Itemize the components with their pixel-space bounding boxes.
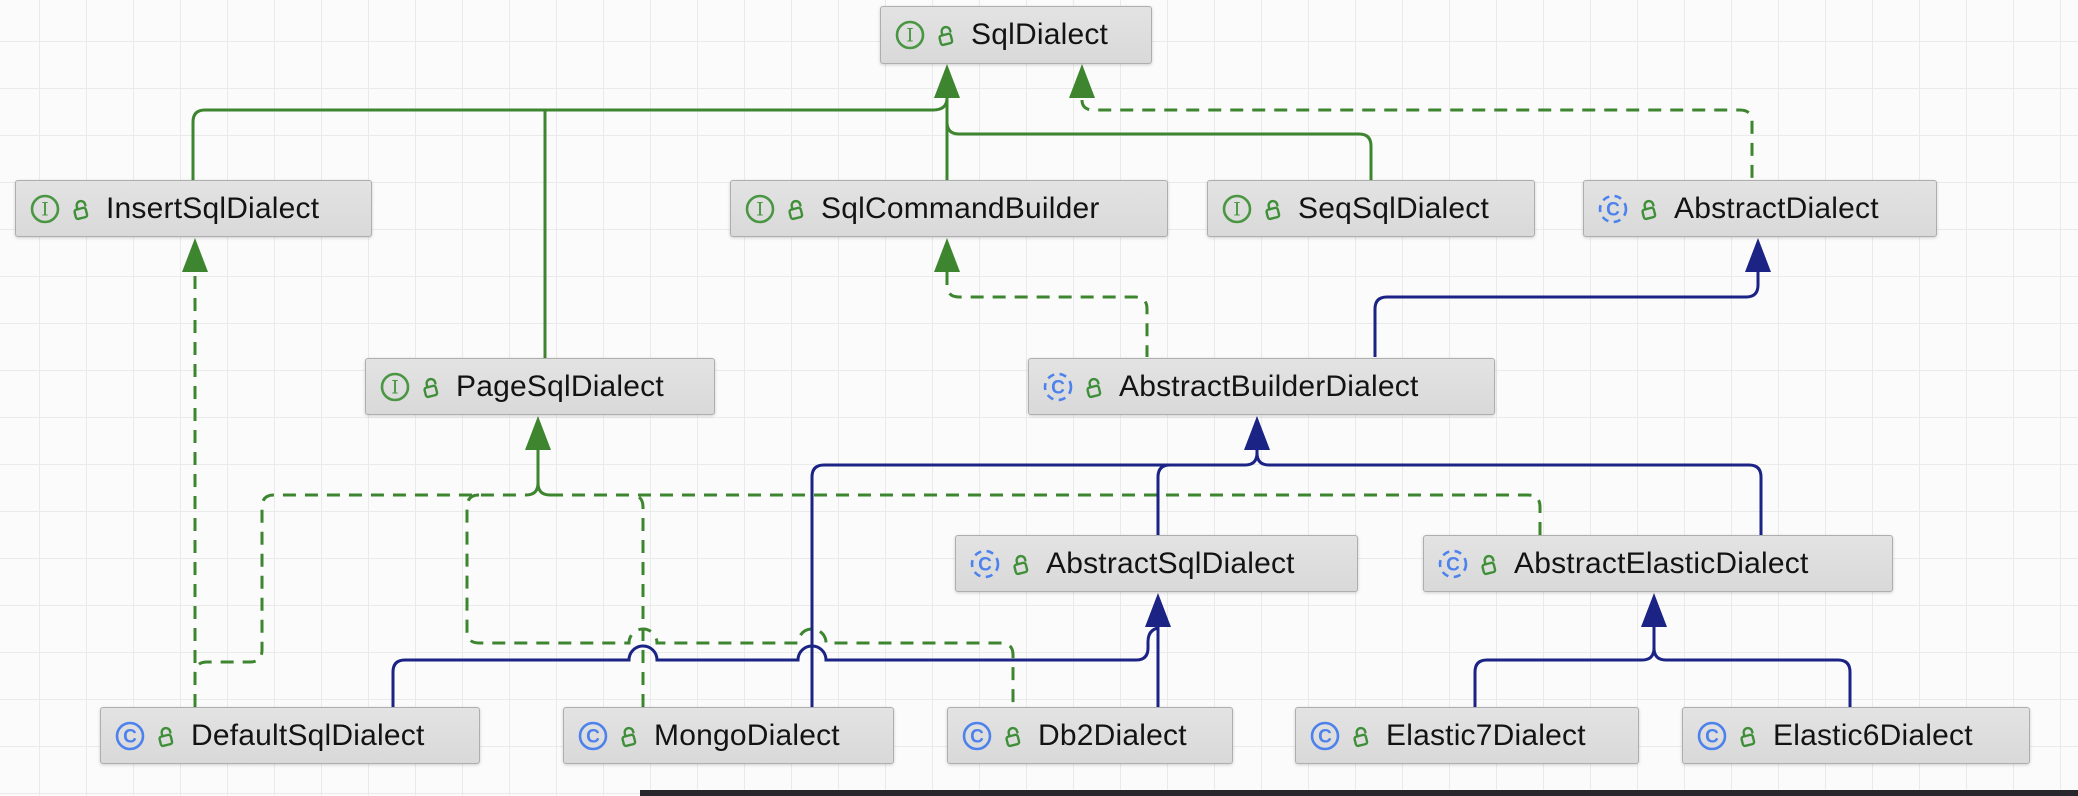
edge-AbstractSqlDialect-extends-AbstractBuilderDialect bbox=[1156, 463, 1171, 535]
arrowhead-into-SqlDialect-generalization bbox=[934, 64, 960, 98]
node-label: DefaultSqlDialect bbox=[191, 718, 425, 752]
node-label: AbstractBuilderDialect bbox=[1119, 369, 1419, 403]
svg-text:C: C bbox=[1318, 726, 1332, 747]
unlocked-icon bbox=[788, 199, 804, 220]
node-Elastic6Dialect[interactable]: C Elastic6Dialect bbox=[1682, 707, 2030, 764]
edge-MongoDialect-implements-PageSqlDialect bbox=[630, 493, 645, 707]
class-icon: C bbox=[115, 721, 145, 750]
node-SqlDialect[interactable]: I SqlDialect bbox=[880, 6, 1152, 64]
unlocked-icon bbox=[621, 726, 637, 747]
unlocked-icon bbox=[423, 377, 439, 398]
abstract-class-icon: C bbox=[970, 549, 1000, 578]
unlocked-icon bbox=[158, 726, 174, 747]
node-AbstractSqlDialect[interactable]: C AbstractSqlDialect bbox=[955, 535, 1358, 592]
abstract-class-icon: C bbox=[1043, 372, 1073, 401]
unlocked-icon bbox=[1641, 199, 1657, 220]
node-AbstractDialect[interactable]: C AbstractDialect bbox=[1583, 180, 1937, 237]
node-Elastic7Dialect[interactable]: C Elastic7Dialect bbox=[1295, 707, 1639, 764]
unlocked-icon bbox=[1013, 554, 1029, 575]
node-label: Db2Dialect bbox=[1038, 718, 1187, 752]
edge-AbstractBuilderDialect-implements-SqlCommandBuilder bbox=[945, 272, 1149, 357]
node-label: AbstractElasticDialect bbox=[1514, 546, 1809, 580]
class-icon: C bbox=[962, 721, 992, 750]
edge-Elastic6Dialect-extends-AbstractElasticDialect bbox=[1652, 647, 1852, 707]
unlocked-icon bbox=[1086, 377, 1102, 398]
node-MongoDialect[interactable]: C MongoDialect bbox=[563, 707, 894, 764]
node-label: SeqSqlDialect bbox=[1298, 191, 1490, 225]
svg-text:C: C bbox=[123, 726, 137, 747]
node-InsertSqlDialect[interactable]: I InsertSqlDialect bbox=[15, 180, 372, 237]
node-PageSqlDialect[interactable]: I PageSqlDialect bbox=[365, 358, 715, 415]
edge-AbstractElasticDialect-implements-PageSqlDialect bbox=[1527, 493, 1542, 535]
svg-text:I: I bbox=[391, 376, 399, 398]
svg-text:C: C bbox=[1606, 199, 1620, 220]
interface-icon: I bbox=[895, 20, 925, 50]
node-label: InsertSqlDialect bbox=[106, 191, 320, 225]
svg-text:C: C bbox=[970, 726, 984, 747]
node-label: Elastic7Dialect bbox=[1386, 718, 1586, 752]
edge-Db2Dialect-implements-PageSqlDialect bbox=[465, 493, 1015, 707]
svg-text:C: C bbox=[586, 726, 600, 747]
svg-text:I: I bbox=[1233, 198, 1241, 220]
unlocked-icon bbox=[1353, 726, 1369, 747]
node-Db2Dialect[interactable]: C Db2Dialect bbox=[947, 707, 1233, 764]
svg-text:I: I bbox=[41, 198, 49, 220]
node-DefaultSqlDialect[interactable]: C DefaultSqlDialect bbox=[100, 707, 480, 764]
svg-text:C: C bbox=[1051, 377, 1065, 398]
arrowhead-into-AbstractElasticDialect bbox=[1641, 593, 1667, 627]
unlocked-icon bbox=[1265, 199, 1281, 220]
interface-icon: I bbox=[380, 372, 410, 401]
arrowhead-into-AbstractBuilderDialect bbox=[1244, 416, 1270, 450]
window-bottom-edge bbox=[640, 790, 2078, 796]
node-label: AbstractDialect bbox=[1674, 191, 1879, 225]
unlocked-icon bbox=[938, 25, 954, 47]
unlocked-icon bbox=[1481, 554, 1497, 575]
edge-AbstractDialect-implements-SqlDialect bbox=[1080, 99, 1754, 180]
arrowhead-into-AbstractSqlDialect bbox=[1145, 593, 1171, 627]
edge-AbstractElasticDialect-extends-AbstractBuilderDialect bbox=[1255, 452, 1763, 535]
edge-InsertSqlDialect-extends-SqlDialect bbox=[191, 97, 949, 180]
node-AbstractBuilderDialect[interactable]: C AbstractBuilderDialect bbox=[1028, 358, 1495, 415]
edge-SeqSqlDialect-extends-SqlDialect bbox=[945, 100, 1373, 180]
node-label: SqlCommandBuilder bbox=[821, 191, 1100, 225]
svg-text:C: C bbox=[978, 554, 992, 575]
edge-PageSqlDialect-arrow-funnel bbox=[525, 450, 551, 497]
node-label: Elastic6Dialect bbox=[1773, 718, 1973, 752]
edge-Elastic7Dialect-extends-AbstractElasticDialect bbox=[1473, 626, 1656, 707]
arrowhead-into-PageSqlDialect bbox=[525, 416, 551, 450]
edge-DefaultSqlDialect-implements-PageSqlDialect bbox=[193, 493, 526, 707]
node-SeqSqlDialect[interactable]: I SeqSqlDialect bbox=[1207, 180, 1535, 237]
class-icon: C bbox=[1697, 721, 1727, 750]
unlocked-icon bbox=[1740, 726, 1756, 747]
svg-text:I: I bbox=[756, 198, 764, 220]
node-label: SqlDialect bbox=[971, 18, 1109, 51]
unlocked-icon bbox=[73, 199, 89, 220]
interface-icon: I bbox=[745, 194, 775, 223]
interface-icon: I bbox=[30, 194, 60, 223]
svg-text:C: C bbox=[1705, 726, 1719, 747]
arrowhead-into-SqlDialect-realization bbox=[1069, 64, 1095, 98]
svg-text:C: C bbox=[1446, 554, 1460, 575]
svg-text:I: I bbox=[906, 25, 914, 47]
abstract-class-icon: C bbox=[1598, 194, 1628, 223]
unlocked-icon bbox=[1005, 726, 1021, 747]
arrowhead-into-SqlCommandBuilder bbox=[934, 238, 960, 272]
node-SqlCommandBuilder[interactable]: I SqlCommandBuilder bbox=[730, 180, 1168, 237]
class-icon: C bbox=[1310, 721, 1340, 750]
node-AbstractElasticDialect[interactable]: C AbstractElasticDialect bbox=[1423, 535, 1893, 592]
abstract-class-icon: C bbox=[1438, 549, 1468, 578]
node-label: AbstractSqlDialect bbox=[1046, 546, 1295, 580]
class-icon: C bbox=[578, 721, 608, 750]
edge-DefaultSqlDialect-extends-AbstractSqlDialect bbox=[391, 626, 1159, 707]
arrowhead-into-InsertSqlDialect bbox=[182, 238, 208, 272]
node-label: MongoDialect bbox=[654, 718, 840, 752]
arrowhead-into-AbstractDialect bbox=[1745, 238, 1771, 272]
node-label: PageSqlDialect bbox=[456, 369, 664, 403]
interface-icon: I bbox=[1222, 194, 1252, 223]
edge-AbstractBuilderDialect-extends-AbstractDialect bbox=[1373, 272, 1760, 357]
